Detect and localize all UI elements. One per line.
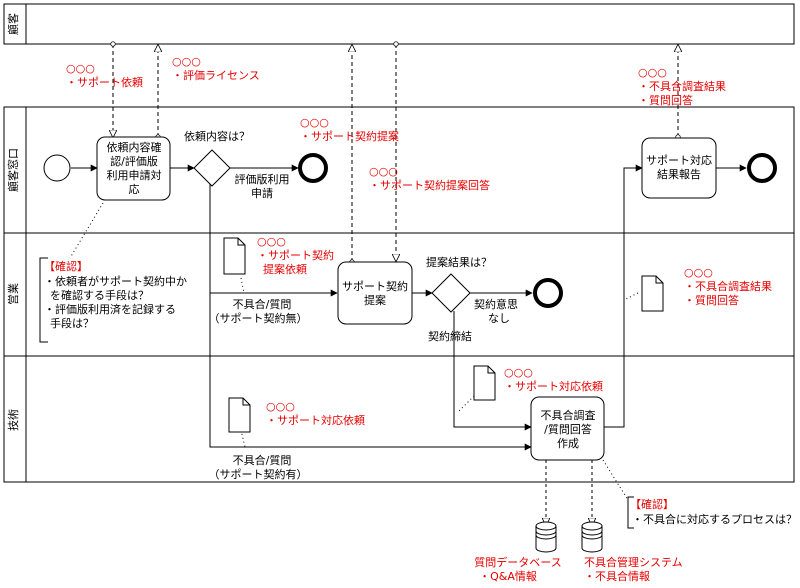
datastore-defect-system: [581, 521, 603, 553]
lane-label-tech: 技術: [7, 409, 20, 431]
flow-label-no-contract-2: （サポート契約無）: [209, 311, 308, 325]
msg-sales-request-1: ○○○: [504, 366, 533, 379]
flow-label-contract-2: （サポート契約有）: [209, 467, 308, 481]
note2-title: 【確認】: [630, 497, 674, 511]
flow-label-no-intent-1: 契約意思: [474, 297, 518, 311]
msg-proposal-request-1: ○○○: [257, 235, 286, 248]
flow-contracted-to-investigate: [453, 311, 532, 431]
task-confirm-request: 依頼内容確 認/評価版 利用申請対 応: [96, 136, 171, 201]
flow-label-no-contract-1: 不具合/質問: [233, 297, 292, 311]
flow-label-trial-1: 評価版利用: [235, 172, 290, 186]
end-event-trial: [298, 153, 328, 183]
note1-line-1: ・依頼者がサポート契約中か: [44, 274, 187, 288]
lane-label-sales: 営業: [6, 283, 20, 305]
flow-gateway-to-investigate: [209, 293, 532, 451]
msg-result-sales-1: ○○○: [684, 266, 713, 279]
msg-eval-license-2: ・評価ライセンス: [172, 68, 260, 82]
flow-label-contract-1: 不具合/質問: [233, 453, 292, 467]
note2-line-1: ・不具合に対応するプロセスは？: [632, 512, 797, 526]
msg-contract-proposal-1: ○○○: [300, 116, 329, 129]
document-proposal-request: [223, 237, 246, 275]
msg-result-sales-3: ・質問回答: [684, 293, 739, 307]
msg-support-request-2: ・サポート依頼: [66, 76, 143, 89]
store-faq-info: ・Q&A情報: [479, 570, 537, 583]
note1-title: 【確認】: [44, 259, 88, 273]
msg-proposal-request-2: ・サポート契約: [257, 248, 334, 262]
customer-pool: 顧客: [3, 3, 795, 45]
start-event: [43, 154, 71, 182]
document-tech-request: [228, 397, 251, 433]
gateway-request-type: [193, 149, 231, 187]
document-sales-request: [473, 365, 496, 401]
msg-defect-result-customer-1: ○○○: [638, 66, 667, 79]
association-note1: [69, 202, 104, 259]
task-confirm-line-3: 利用申請対: [107, 168, 162, 182]
gateway-request-label: 依頼内容は？: [184, 129, 250, 143]
end-event-report: [747, 153, 777, 183]
note1-line-3: ・評価版利用済を記録する: [44, 302, 176, 316]
task-support-report: サポート対応 結果報告: [641, 137, 717, 199]
msg-sales-request-2: ・サポート対応依頼: [504, 379, 603, 393]
msg-support-request-1: ○○○: [66, 62, 95, 75]
note-defect-process: 【確認】 ・不具合に対応するプロセスは？: [627, 496, 797, 529]
msg-proposal-answer-2: ・サポート契約提案回答: [369, 178, 490, 192]
msg-proposal-request-3: 提案依頼: [263, 262, 307, 276]
flow-label-trial-2: 申請: [251, 186, 273, 200]
store-defect-info: ・不具合情報: [584, 569, 650, 583]
msg-tech-request-2: ・サポート対応依頼: [266, 413, 365, 427]
flow-label-contracted: 契約締結: [428, 329, 472, 343]
flow-label-no-intent-2: なし: [488, 312, 510, 325]
document-result-sales: [641, 275, 664, 312]
task-investigate-line-2: /質問回答: [544, 422, 592, 436]
task-confirm-line-4: 応: [129, 182, 140, 196]
task-confirm-line-2: 認/評価版: [110, 154, 158, 168]
note1-line-2: を確認する手段は？: [50, 288, 149, 302]
task-report-line-2: 結果報告: [657, 167, 701, 181]
msg-defect-result-customer-2: ・不具合調査結果: [638, 79, 726, 93]
association-doc-tech-request: [240, 429, 246, 448]
gateway-proposal-label: 提案結果は？: [426, 255, 492, 269]
task-support-proposal: サポート契約 提案: [337, 261, 413, 325]
note-confirm-contract: 【確認】 ・依頼者がサポート契約中か を確認する手段は？ ・評価版利用済を記録す…: [39, 257, 187, 343]
task-confirm-line-1: 依頼内容確: [107, 140, 162, 154]
task-defect-investigation: 不具合調査 /質問回答 作成: [530, 396, 605, 461]
msg-defect-result-customer-3: ・質問回答: [638, 93, 693, 107]
msg-proposal-answer-1: ○○○: [369, 165, 398, 178]
datastore-faq-database: [535, 521, 557, 553]
task-proposal-line-1: サポート契約: [342, 279, 408, 293]
lane-label-customer: 顧客: [6, 13, 20, 35]
flow-investigate-to-report: [604, 164, 643, 428]
task-report-line-1: サポート対応: [646, 153, 712, 167]
end-event-no-contract: [533, 278, 563, 308]
note1-line-4: 手段は？: [50, 316, 94, 330]
store-defect-name: 不具合管理システム: [584, 555, 683, 569]
msg-contract-proposal-2: ・サポート契約提案: [300, 129, 399, 143]
task-investigate-line-3: 作成: [557, 437, 579, 450]
gateway-proposal-result: [431, 273, 471, 313]
msg-tech-request-1: ○○○: [266, 400, 295, 413]
association-doc-proposal-request: [240, 277, 245, 294]
store-faq-name: 質問データベース: [474, 555, 561, 569]
task-investigate-line-1: 不具合調査: [541, 408, 596, 422]
msg-eval-license-1: ○○○: [172, 55, 201, 68]
msg-result-sales-2: ・不具合調査結果: [684, 279, 772, 293]
lane-label-counter: 顧客窓口: [6, 148, 20, 192]
task-proposal-line-2: 提案: [364, 293, 386, 307]
